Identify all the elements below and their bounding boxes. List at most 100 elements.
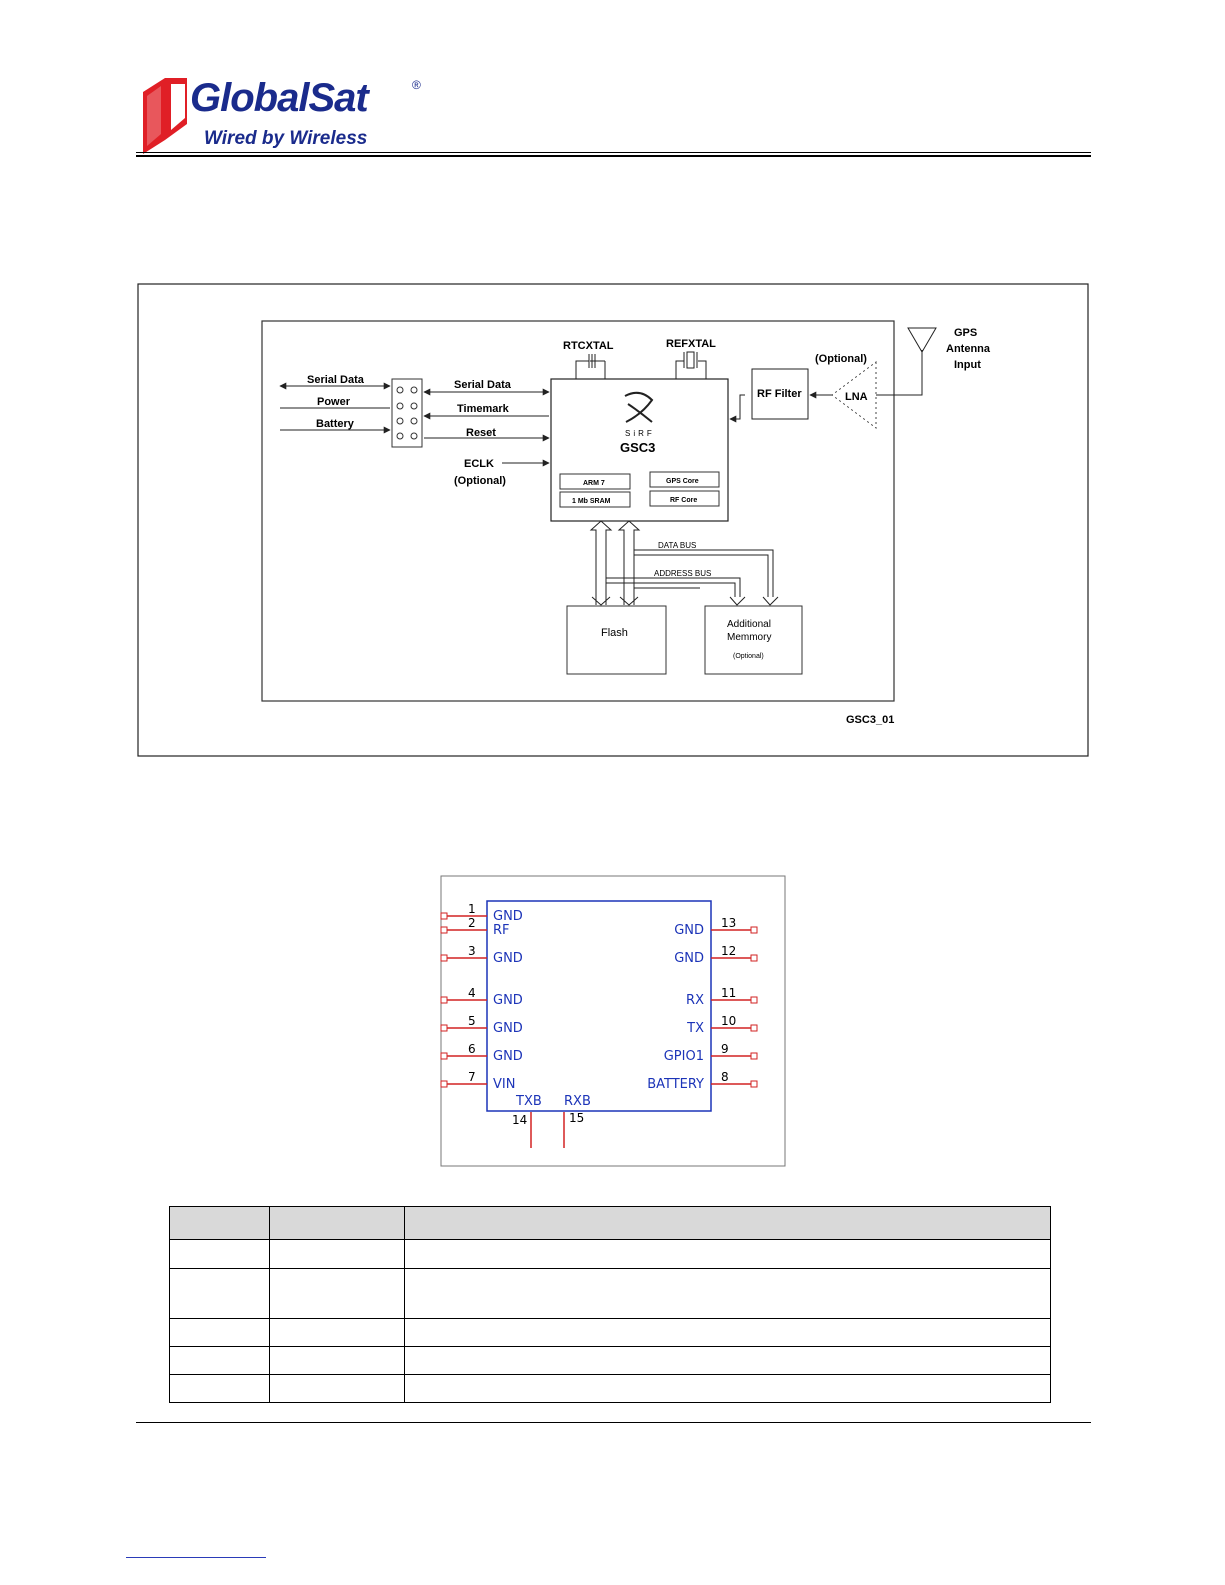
- sirf-label: SiRF: [625, 429, 655, 438]
- pin-number-2: 2: [468, 916, 476, 930]
- table-cell: [404, 1318, 1051, 1347]
- pin-number-1: 1: [468, 902, 476, 916]
- chip-name: GSC3: [620, 440, 655, 455]
- chip-signal-timemark: Timemark: [457, 403, 510, 415]
- logo-brand: GlobalSat: [190, 76, 369, 120]
- pin-name-txb: TXB: [515, 1094, 542, 1109]
- diagram-frame: [137, 283, 1089, 757]
- pin-table: [169, 1206, 1051, 1403]
- additional-memory-label-1: Additional: [727, 619, 771, 630]
- header-rule: [136, 152, 1091, 153]
- table-cell: [269, 1318, 405, 1347]
- pin-name-3: GND: [493, 951, 523, 966]
- pin-name-2: RF: [493, 923, 510, 938]
- sirf-logo-icon: [624, 391, 654, 423]
- header-rule-bold: [136, 155, 1091, 157]
- rf-filter-block: [751, 368, 809, 420]
- refxtal-label: REFXTAL: [666, 338, 716, 350]
- antenna-feed-line: [876, 350, 923, 396]
- rtcxtal-crystal-icon: [575, 354, 606, 379]
- table-cell: [269, 1374, 405, 1403]
- pin-name-rxb: RXB: [564, 1094, 591, 1109]
- pin-number-9: 9: [721, 1042, 729, 1056]
- eclk-label: ECLK: [464, 458, 494, 470]
- logo-tagline: Wired by Wireless: [204, 128, 368, 149]
- chip-signal-reset: Reset: [466, 427, 496, 439]
- header-cell: [269, 1206, 405, 1240]
- pin-pad-10: [750, 1024, 758, 1032]
- table-cell: [269, 1268, 405, 1319]
- flash-label: Flash: [601, 627, 628, 639]
- pin-name-8: BATTERY: [647, 1077, 704, 1092]
- pin-number-7: 7: [468, 1070, 476, 1084]
- header-cell: [404, 1206, 1051, 1240]
- pin-pad-3: [440, 954, 448, 962]
- module-outline: [486, 900, 712, 1112]
- pin-number-14: 14: [512, 1113, 527, 1127]
- footer-rule: [136, 1422, 1091, 1423]
- gps-core-block: [649, 471, 720, 488]
- pin-number-11: 11: [721, 986, 736, 1000]
- table-row: [169, 1374, 1051, 1403]
- globalsat-n-logo-icon: [143, 78, 187, 154]
- table-cell: [169, 1318, 270, 1347]
- pin-pad-6: [440, 1052, 448, 1060]
- pin-number-15: 15: [569, 1111, 584, 1125]
- table-cell: [404, 1374, 1051, 1403]
- pin-pad-13: [750, 926, 758, 934]
- sram-label: 1 Mb SRAM: [572, 498, 611, 505]
- pin-pad-1: [440, 912, 448, 920]
- table-cell: [169, 1268, 270, 1319]
- additional-memory-label-2: Memmory: [727, 632, 771, 643]
- lna-label: LNA: [845, 391, 868, 403]
- lna-note: (Optional): [815, 353, 867, 365]
- pin-pad-4: [440, 996, 448, 1004]
- left-signal-power: Power: [317, 396, 351, 408]
- pin-pad-9: [750, 1052, 758, 1060]
- rf-filter-to-chip-line: [729, 394, 745, 423]
- arm7-block: [559, 473, 631, 490]
- pin-name-12: GND: [674, 951, 704, 966]
- rtcxtal-label: RTCXTAL: [563, 340, 614, 352]
- pin-name-6: GND: [493, 1049, 523, 1064]
- sram-block: [559, 491, 631, 508]
- table-row: [169, 1346, 1051, 1375]
- module-boundary: [261, 320, 895, 702]
- address-bus-label: ADDRESS BUS: [654, 569, 711, 578]
- left-signal-serial-data: Serial Data: [307, 374, 365, 386]
- table-cell: [269, 1346, 405, 1375]
- pin-name-1: GND: [493, 909, 523, 924]
- rf-core-block: [649, 490, 720, 507]
- pin-number-6: 6: [468, 1042, 476, 1056]
- table-row: [169, 1239, 1051, 1269]
- flash-block: [566, 605, 667, 675]
- table-cell: [404, 1346, 1051, 1375]
- pin-name-10: TX: [686, 1021, 704, 1036]
- pin-number-5: 5: [468, 1014, 476, 1028]
- pin-name-4: GND: [493, 993, 523, 1008]
- pin-table-header: [169, 1206, 1051, 1240]
- gps-core-label: GPS Core: [666, 478, 699, 485]
- additional-memory-block: [704, 605, 803, 675]
- table-cell: [404, 1239, 1051, 1269]
- pin-name-13: GND: [674, 923, 704, 938]
- pin-number-10: 10: [721, 1014, 736, 1028]
- chip-signal-serial-data: Serial Data: [454, 379, 512, 391]
- arm7-label: ARM 7: [583, 480, 605, 487]
- table-cell: [404, 1268, 1051, 1319]
- pin-name-5: GND: [493, 1021, 523, 1036]
- header-cell: [169, 1206, 270, 1240]
- footer-link-underline: [126, 1557, 266, 1558]
- logo-registered-mark: ®: [412, 78, 421, 92]
- antenna-label-3: Input: [954, 359, 981, 371]
- pin-number-3: 3: [468, 944, 476, 958]
- refxtal-crystal-icon: [675, 351, 707, 379]
- table-row: [169, 1268, 1051, 1319]
- pin-number-8: 8: [721, 1070, 729, 1084]
- antenna-icon: [907, 327, 937, 353]
- left-signal-battery: Battery: [316, 418, 355, 430]
- table-cell: [269, 1239, 405, 1269]
- antenna-label-2: Antenna: [946, 343, 991, 355]
